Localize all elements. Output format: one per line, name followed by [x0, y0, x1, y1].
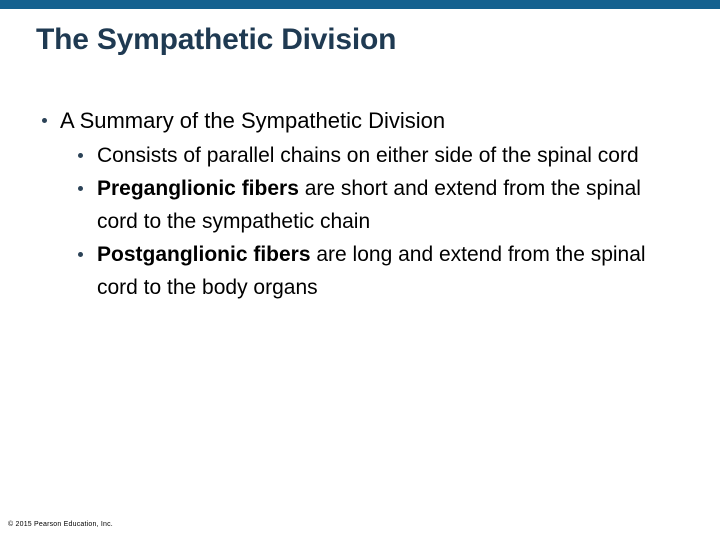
list-item-emphasis: Postganglionic fibers	[97, 243, 311, 266]
list-item: Consists of parallel chains on either si…	[72, 139, 676, 172]
list-item-emphasis: Preganglionic fibers	[97, 177, 299, 200]
list-item: A Summary of the Sympathetic Division	[36, 104, 676, 137]
bullet-dot-icon	[78, 252, 83, 257]
slide-body: A Summary of the Sympathetic Division Co…	[36, 104, 676, 304]
bullet-dot-icon	[78, 153, 83, 158]
list-item: Postganglionic fibers are long and exten…	[72, 238, 676, 304]
list-item-label: Consists of parallel chains on either si…	[97, 144, 639, 167]
bullet-dot-icon	[78, 186, 83, 191]
list-item-label: A Summary of the Sympathetic Division	[60, 108, 446, 133]
bullet-dot-icon	[42, 118, 47, 123]
list-item-label: are short and extend from the spinal cor…	[97, 177, 641, 233]
accent-bar	[0, 0, 720, 9]
page-title: The Sympathetic Division	[36, 23, 397, 56]
list-item: Preganglionic fibers are short and exten…	[72, 172, 676, 238]
list-item-label: are long and extend from the spinal cord…	[97, 243, 646, 299]
bullet-list-level1: A Summary of the Sympathetic Division Co…	[36, 104, 676, 304]
copyright-footer: © 2015 Pearson Education, Inc.	[8, 521, 113, 528]
